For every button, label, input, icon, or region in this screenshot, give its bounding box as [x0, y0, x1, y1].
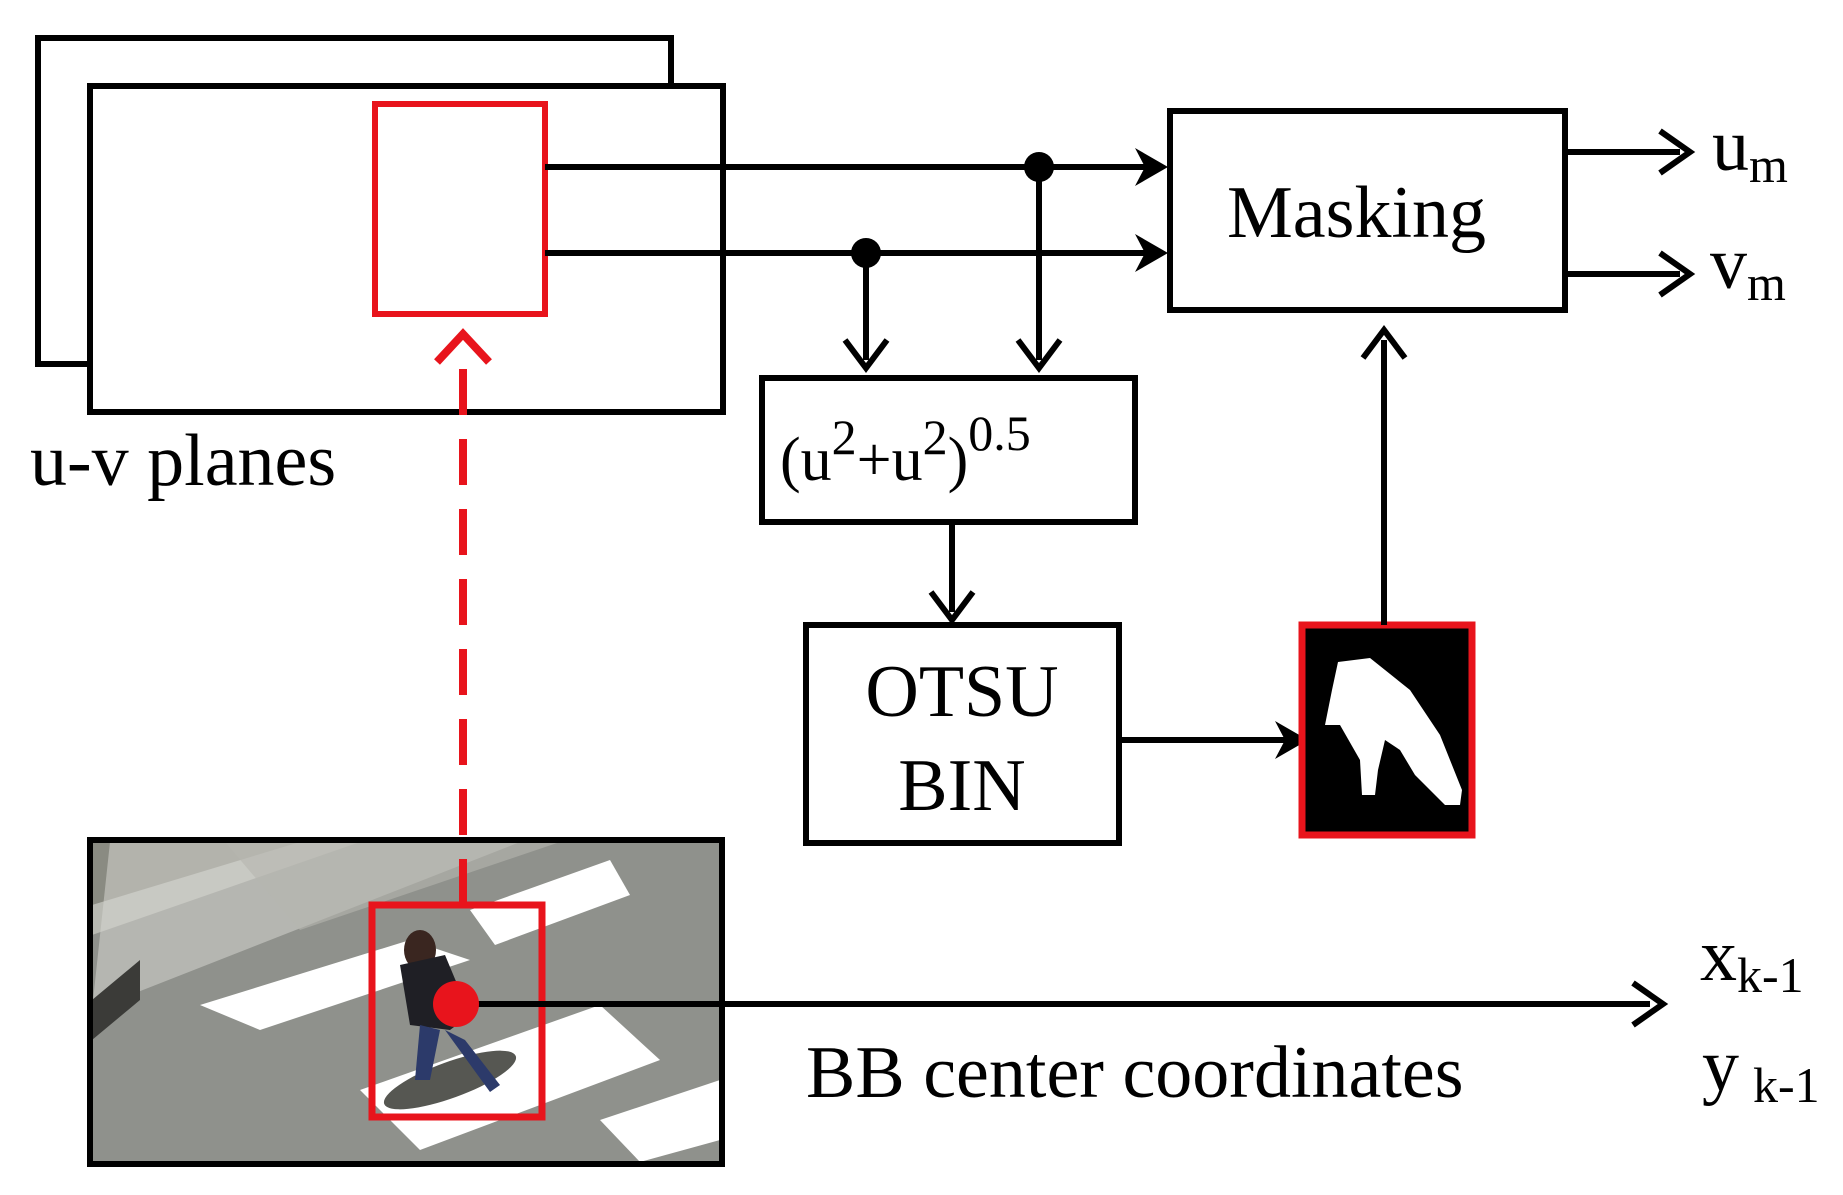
magnitude-block	[759, 375, 1138, 525]
formula-close: )	[948, 426, 969, 494]
vm-output-arrowhead	[1658, 250, 1696, 298]
bb-to-roi-arrowhead	[434, 328, 492, 365]
um-output-arrowhead	[1658, 128, 1696, 176]
vm-main: v	[1710, 223, 1747, 305]
masking-block	[1167, 108, 1568, 313]
magnitude-formula: (u2+u2)0.5	[780, 405, 1031, 494]
uv-roi-box	[372, 101, 548, 317]
uv-plane-front	[87, 83, 726, 415]
bb-center-dot	[433, 981, 479, 1027]
y-main: y	[1702, 1025, 1739, 1107]
magnitude-to-otsu-arrowhead	[928, 590, 976, 625]
formula-exp1: 2	[832, 409, 857, 465]
x-sub: k-1	[1737, 947, 1804, 1003]
x-k-1-label: xk-1	[1700, 915, 1804, 1003]
masking-label: Masking	[1227, 172, 1486, 254]
v-line-arrowhead	[1135, 234, 1168, 272]
um-main: u	[1712, 105, 1749, 187]
um-sub: m	[1749, 137, 1788, 193]
bin-label: BIN	[898, 745, 1025, 827]
formula-plus: +u	[857, 426, 923, 494]
uv-planes-label: u-v planes	[30, 420, 336, 502]
mask-to-masking-arrowhead	[1360, 325, 1408, 360]
otsu-bin-block	[803, 622, 1122, 846]
pedestrian-bounding-box	[368, 901, 546, 1121]
v-drop-arrowhead	[842, 338, 890, 373]
vm-sub: m	[1747, 255, 1786, 311]
um-label: um	[1712, 105, 1788, 193]
u-line-arrowhead	[1135, 148, 1168, 186]
formula-base: (u	[780, 426, 832, 494]
x-main: x	[1700, 915, 1737, 997]
y-sub: k-1	[1753, 1057, 1820, 1113]
otsu-to-mask-arrowhead	[1275, 721, 1308, 759]
mask-silhouette	[1325, 658, 1462, 805]
bb-center-output-arrowhead	[1631, 980, 1669, 1028]
vm-label: vm	[1710, 223, 1786, 311]
crosswalk-stripe-1	[200, 940, 470, 1030]
crosswalk-stripe-2	[470, 860, 630, 945]
formula-power: 0.5	[968, 405, 1031, 461]
otsu-label: OTSU	[865, 651, 1058, 733]
crosswalk-stripe-4	[600, 1080, 720, 1162]
formula-exp2: 2	[923, 409, 948, 465]
bb-center-label: BB center coordinates	[806, 1032, 1464, 1114]
u-drop-arrowhead	[1015, 338, 1063, 373]
